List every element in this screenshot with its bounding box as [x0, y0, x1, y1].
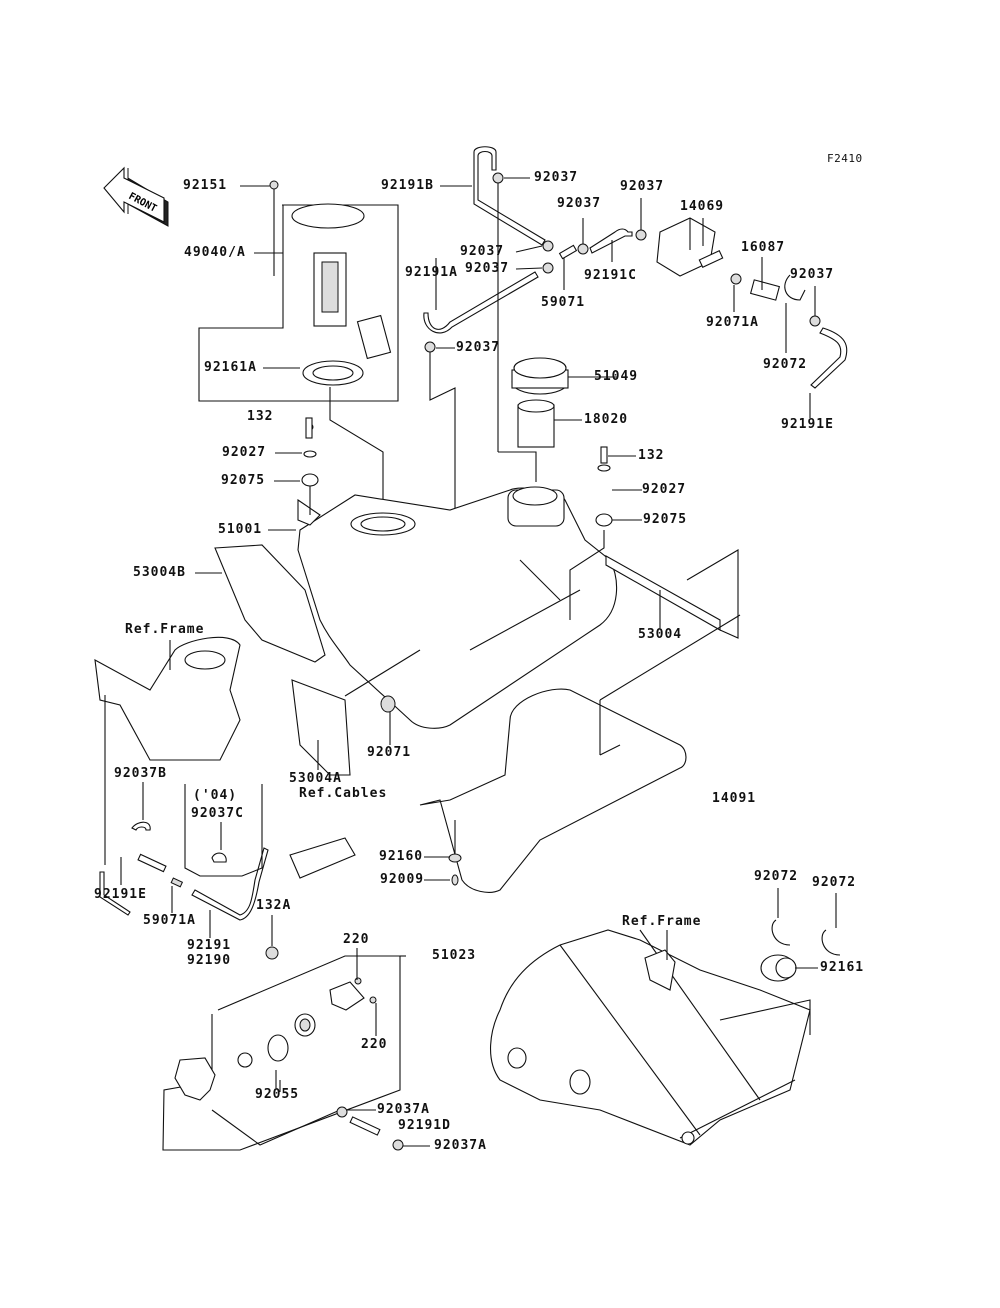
part-label-18020[interactable]: 18020 [584, 412, 629, 427]
part-label-14069[interactable]: 14069 [680, 199, 725, 214]
skid-plate-14091 [419, 614, 741, 893]
part-label-92191b[interactable]: 92191B [381, 178, 434, 193]
ref-frame-label: Ref.Frame [125, 622, 205, 637]
lower-hoses [99, 784, 356, 921]
year-note: ('04) [193, 788, 238, 803]
part-label-92037[interactable]: 92037 [534, 170, 579, 185]
fuel-tank-51001 [297, 417, 618, 729]
part-label-220[interactable]: 220 [361, 1037, 388, 1052]
part-label-92151[interactable]: 92151 [183, 178, 228, 193]
part-label-92191[interactable]: 92191 [187, 938, 232, 953]
ref-cables-label: Ref.Cables [299, 786, 388, 801]
ref-frame-label: Ref.Frame [622, 914, 702, 929]
part-label-53004a[interactable]: 53004A [289, 771, 342, 786]
part-label-51001[interactable]: 51001 [218, 522, 263, 537]
part-label-92055[interactable]: 92055 [255, 1087, 300, 1102]
part-label-92071a[interactable]: 92071A [706, 315, 759, 330]
part-label-132[interactable]: 132 [247, 409, 274, 424]
part-label-132[interactable]: 132 [638, 448, 665, 463]
part-label-92191d[interactable]: 92191D [398, 1118, 451, 1133]
part-label-92072[interactable]: 92072 [754, 869, 799, 884]
part-label-132a[interactable]: 132A [256, 898, 292, 913]
part-label-92037c[interactable]: 92037C [191, 806, 244, 821]
part-label-59071a[interactable]: 59071A [143, 913, 196, 928]
front-arrow-icon: FRONT [103, 166, 169, 227]
part-label-92191e[interactable]: 92191E [781, 417, 834, 432]
part-label-92072[interactable]: 92072 [812, 875, 857, 890]
fuel-cap [498, 357, 569, 482]
part-label-92037[interactable]: 92037 [557, 196, 602, 211]
part-label-14091[interactable]: 14091 [712, 791, 757, 806]
fuel-pump-assembly [198, 180, 399, 530]
part-label-92037a[interactable]: 92037A [377, 1102, 430, 1117]
figure-code: F2410 [827, 152, 863, 165]
part-label-92161a[interactable]: 92161A [204, 360, 257, 375]
part-label-92075[interactable]: 92075 [643, 512, 688, 527]
part-label-220[interactable]: 220 [343, 932, 370, 947]
part-label-92191e[interactable]: 92191E [94, 887, 147, 902]
fuel-cock-51023 [162, 946, 406, 1151]
part-label-92075[interactable]: 92075 [221, 473, 266, 488]
pads [214, 544, 739, 776]
part-label-92190[interactable]: 92190 [187, 953, 232, 968]
vent-hoses [423, 146, 647, 655]
part-label-92037[interactable]: 92037 [790, 267, 835, 282]
part-label-92037b[interactable]: 92037B [114, 766, 167, 781]
part-label-51049[interactable]: 51049 [594, 369, 639, 384]
leader-lines [120, 177, 837, 1147]
part-label-92037[interactable]: 92037 [456, 340, 501, 355]
part-label-92161[interactable]: 92161 [820, 960, 865, 975]
part-label-53004b[interactable]: 53004B [133, 565, 186, 580]
part-label-49040a[interactable]: 49040/A [184, 245, 246, 260]
part-label-92037[interactable]: 92037 [620, 179, 665, 194]
part-label-92009[interactable]: 92009 [380, 872, 425, 887]
part-label-92037[interactable]: 92037 [465, 261, 510, 276]
part-label-92027[interactable]: 92027 [222, 445, 267, 460]
part-label-92191a[interactable]: 92191A [405, 265, 458, 280]
part-label-92072[interactable]: 92072 [763, 357, 808, 372]
part-label-51023[interactable]: 51023 [432, 948, 477, 963]
part-label-16087[interactable]: 16087 [741, 240, 786, 255]
part-label-53004[interactable]: 53004 [638, 627, 683, 642]
part-label-92191c[interactable]: 92191C [584, 268, 637, 283]
part-label-92027[interactable]: 92027 [642, 482, 687, 497]
part-label-92037a[interactable]: 92037A [434, 1138, 487, 1153]
frame-left [94, 636, 241, 865]
part-label-92071[interactable]: 92071 [367, 745, 412, 760]
frame-right [489, 919, 841, 1146]
part-label-59071[interactable]: 59071 [541, 295, 586, 310]
part-label-92037[interactable]: 92037 [460, 244, 505, 259]
part-label-92160[interactable]: 92160 [379, 849, 424, 864]
